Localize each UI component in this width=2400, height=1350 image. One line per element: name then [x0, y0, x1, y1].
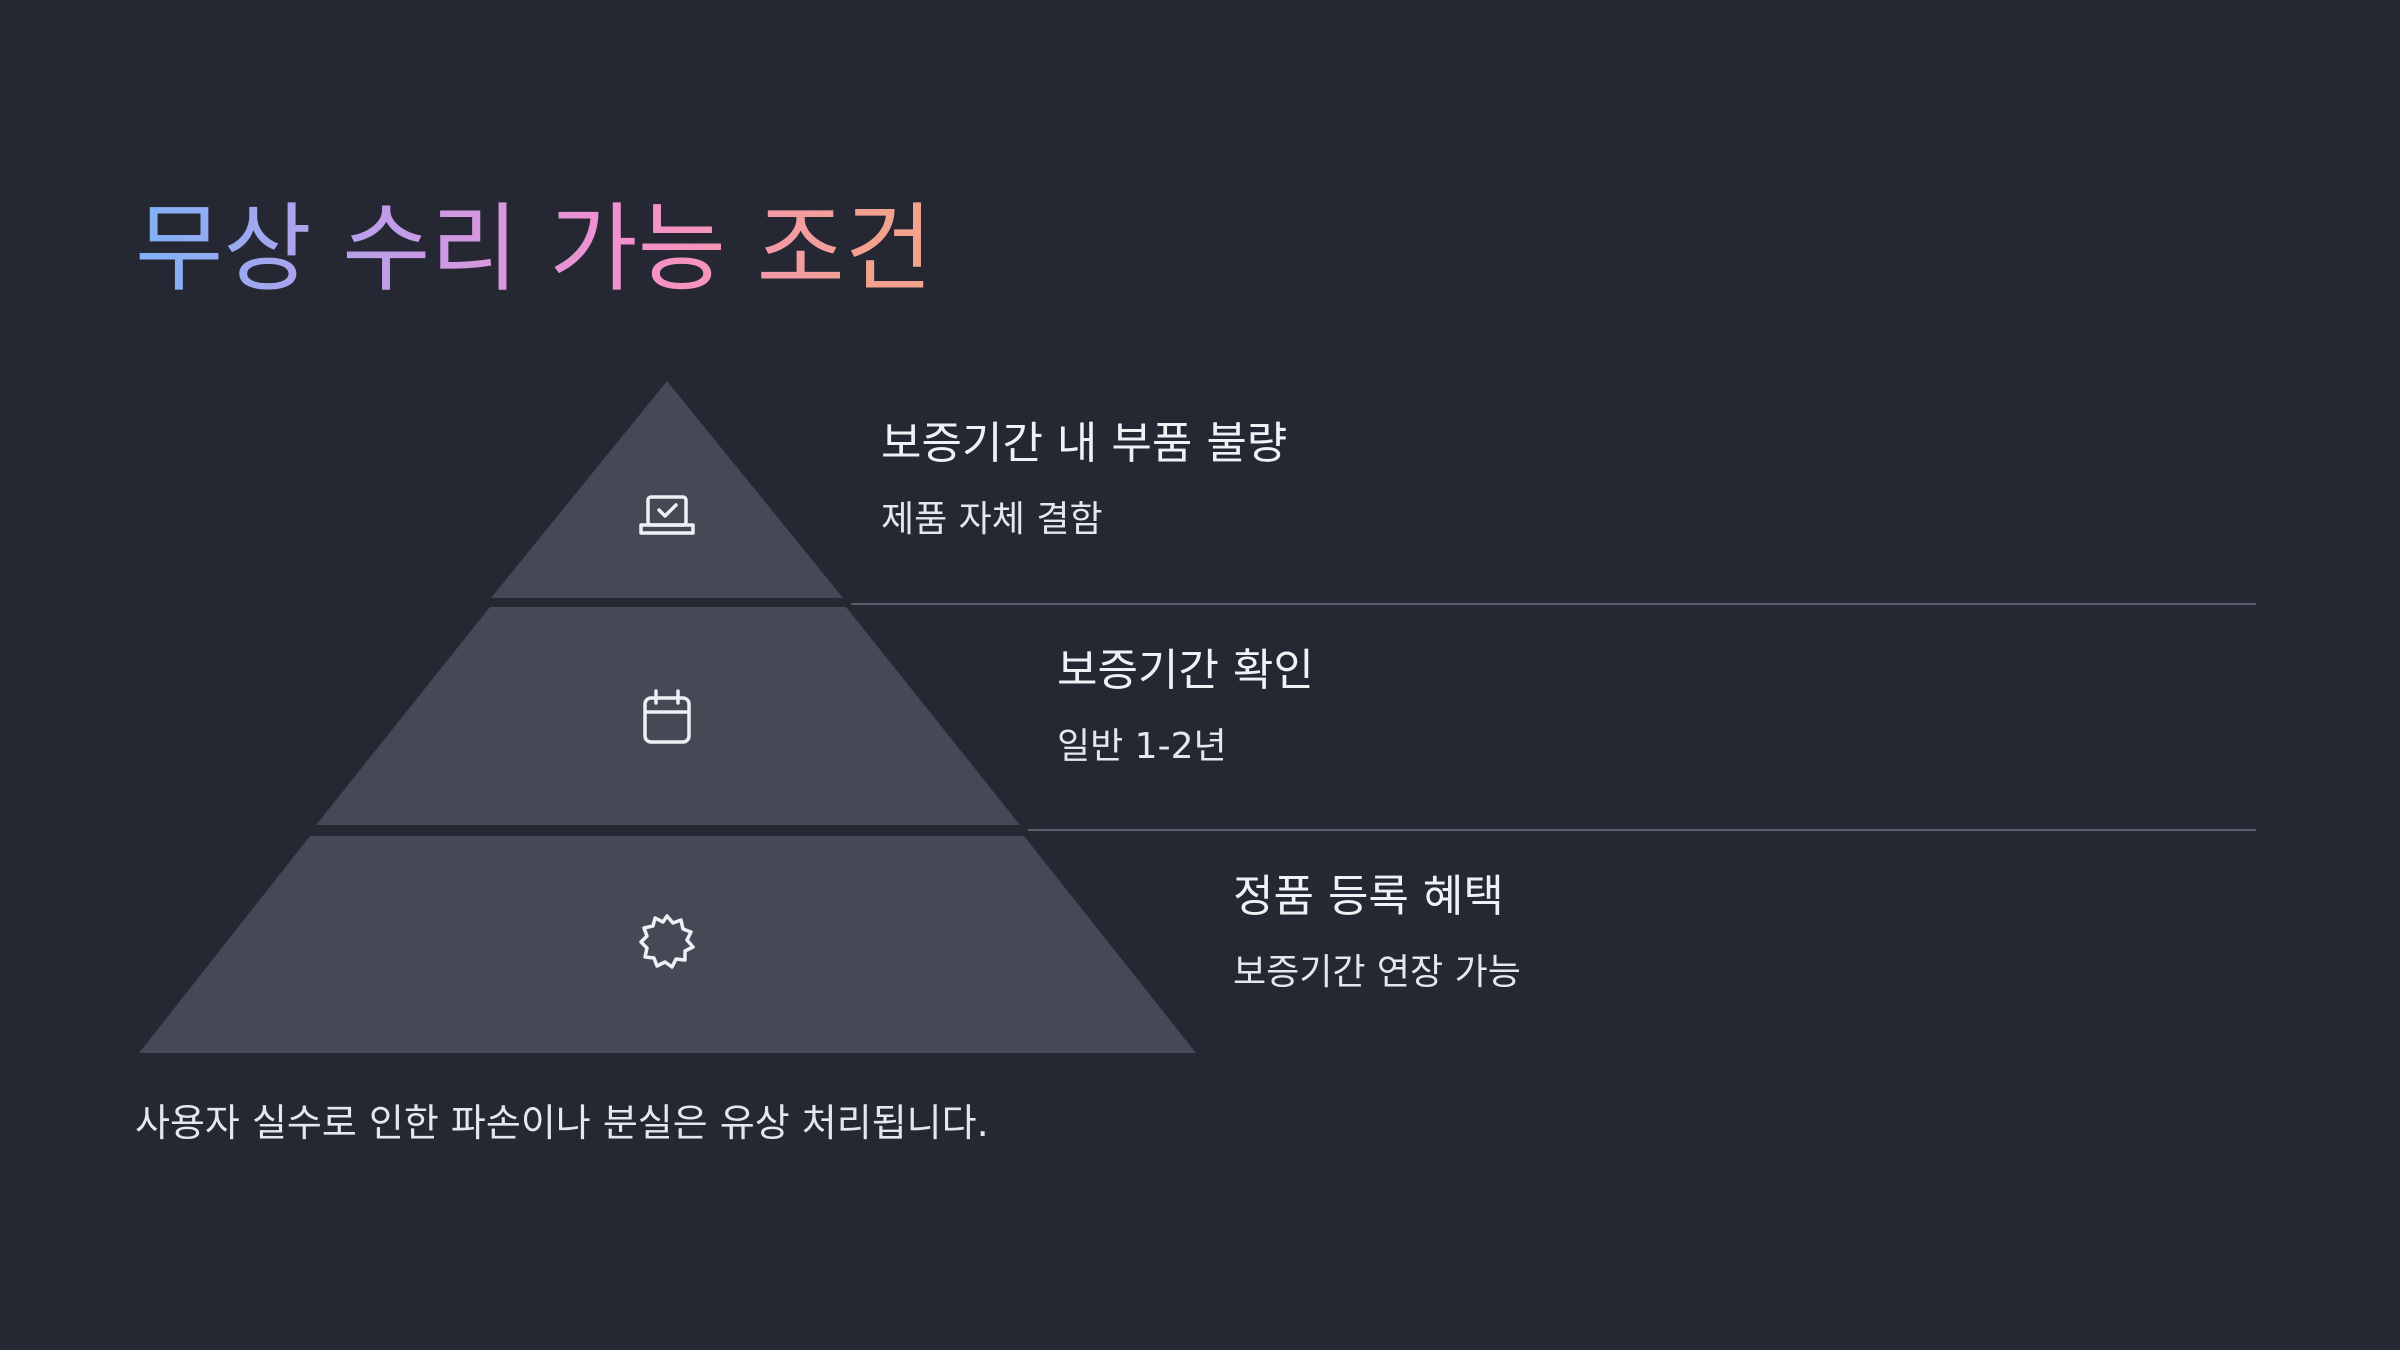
pyramid-tier-top	[491, 381, 843, 598]
footnote: 사용자 실수로 인한 파손이나 분실은 유상 처리됩니다.	[135, 1101, 989, 1145]
tier-divider	[1028, 829, 2256, 831]
tier-description: 제품 자체 결함	[881, 499, 1103, 540]
tier-item-warranty-defect: 보증기간 내 부품 불량 제품 자체 결함	[881, 416, 1287, 544]
pyramid-tier-middle	[316, 607, 1020, 825]
laptop-check-icon	[639, 495, 695, 535]
tier-description: 보증기간 연장 가능	[1233, 952, 1521, 993]
pyramid-tier-bottom	[139, 836, 1196, 1053]
tier-heading: 보증기간 내 부품 불량	[881, 418, 1288, 469]
tier-description: 일반 1-2년	[1057, 726, 1227, 767]
tier-heading: 보증기간 확인	[1057, 645, 1314, 696]
badge-seal-icon	[639, 914, 695, 969]
tier-item-warranty-check: 보증기간 확인 일반 1-2년	[1057, 643, 1314, 771]
page-title-text: 무상 수리 가능 조건	[135, 193, 933, 305]
tier-divider	[851, 603, 2256, 605]
tier-item-registration-benefit: 정품 등록 혜택 보증기간 연장 가능	[1233, 869, 1521, 997]
tier-heading: 정품 등록 혜택	[1233, 871, 1504, 922]
page-title: 무상 수리 가능 조건	[135, 193, 933, 305]
calendar-icon	[643, 689, 691, 744]
